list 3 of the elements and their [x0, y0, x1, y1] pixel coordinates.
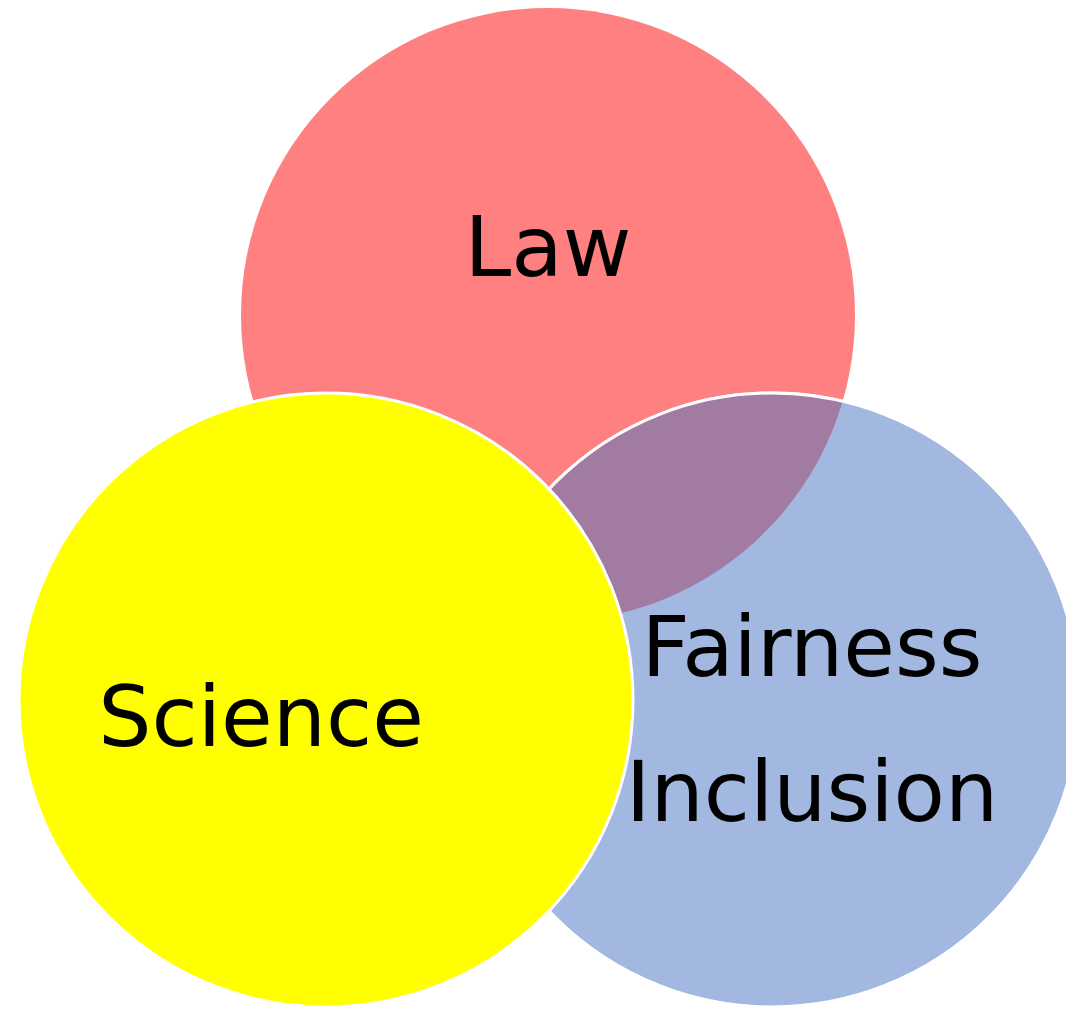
circle-label: Law — [463, 197, 633, 298]
circle-label: Fairness Inclusion — [624, 597, 1000, 843]
circle-label: Science — [97, 667, 425, 768]
